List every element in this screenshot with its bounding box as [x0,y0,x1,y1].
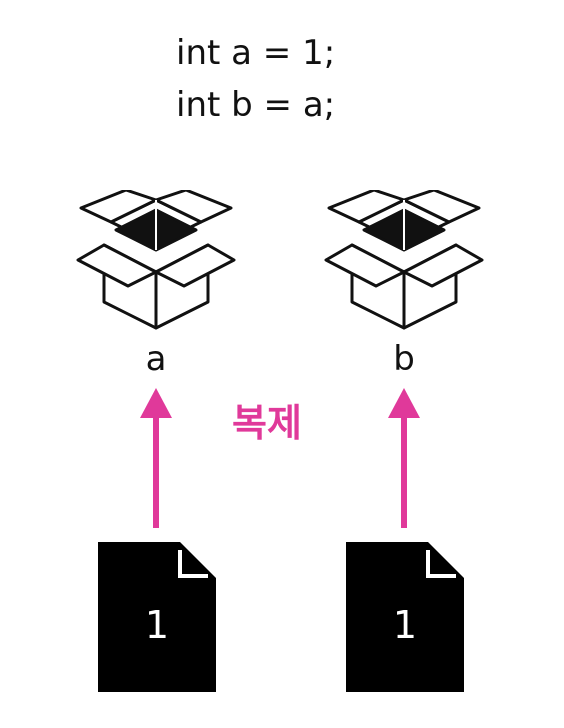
copy-label: 복제 [232,401,302,445]
code-line-1: int a = 1; [176,33,336,73]
document-icon [98,542,216,692]
open-box-icon [76,190,236,330]
open-box-icon [324,190,484,330]
variable-label-b: b [393,339,415,379]
up-arrow-icon [140,388,172,528]
document-icon [346,542,464,692]
document-value-a: 1 [144,603,170,647]
up-arrow-icon [388,388,420,528]
document-value-b: 1 [392,603,418,647]
variable-label-a: a [145,339,167,379]
code-line-2: int b = a; [176,85,336,125]
